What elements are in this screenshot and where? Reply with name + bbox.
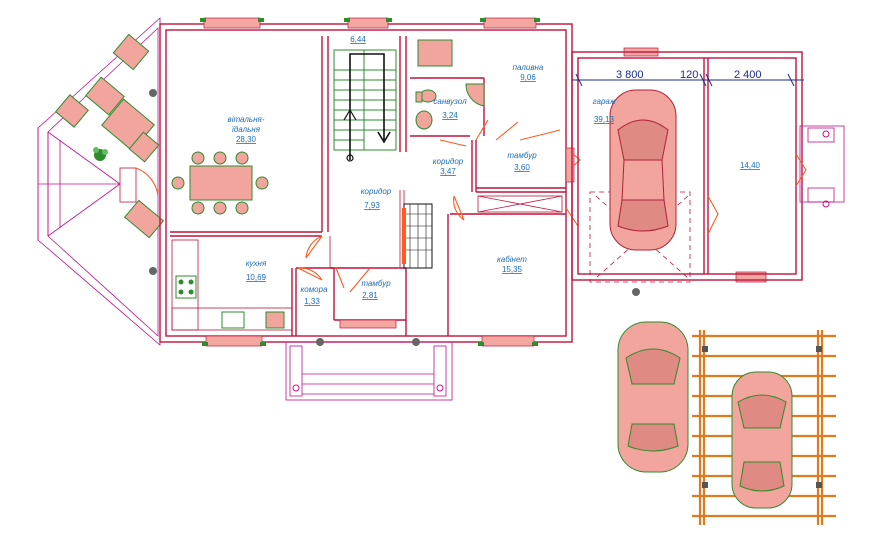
sink-icon [415,110,433,130]
room-area-vestibule-right: 3,60 [514,163,530,172]
lamp-icon [149,267,157,275]
staircase [333,49,397,162]
room-area-pantry: 1,33 [304,297,320,306]
room-name-bathroom: санвузол [433,97,467,106]
room-name-corridor-small: коридор [433,157,464,166]
room-name-vestibule-right: тамбур [507,151,537,160]
room-name-dining-1: вітальня- [228,115,265,124]
carport-pergola [692,330,836,525]
windows [200,17,767,347]
room-area-kitchen: 10,69 [246,273,267,282]
closet-rack [402,203,433,269]
room-area-stair: 6,44 [350,35,366,44]
lamp-icon [149,89,157,97]
stair-arrow-icon [343,53,391,162]
plant-icon [93,147,108,161]
room-area-boiler: 9,06 [520,73,536,82]
kitchen-sink-icon [221,311,245,329]
room-name-vestibule-front: тамбур [361,279,391,288]
terrace [37,17,161,346]
room-name-corridor: коридор [361,187,392,196]
shower-icon [465,83,485,107]
room-name-office: кабінет [497,255,527,264]
room-name-boiler: паливна [513,63,544,72]
room-name-garage: гараж [593,97,616,106]
room-area-vestibule-front: 2,81 [362,291,378,300]
room-area-corridor-small: 3,47 [440,167,456,176]
dimension-line: 3 800 120 2 400 [572,69,804,87]
room-name-dining-2: їдальня [232,125,261,134]
room-area-garage: 39,13 [594,115,615,124]
room-area-dining: 28,30 [236,135,257,144]
room-labels: вітальня- їдальня 28,30 6,44 паливна 9,0… [228,35,761,306]
doors [297,83,581,293]
terrace-furniture [55,33,165,239]
dimension-2: 120 [680,69,698,81]
room-area-corridor: 7,93 [364,201,380,210]
room-area-storage: 14,40 [740,161,761,170]
dining-table [171,151,269,215]
wardrobe [477,195,563,213]
room-area-office: 15,35 [502,265,523,274]
boiler-icon [417,39,453,67]
toilet-icon [415,89,437,103]
garage-walls [571,51,845,296]
entrance-porch [285,319,453,401]
dimension-3: 2 400 [734,69,762,81]
car-icon [609,89,677,251]
room-area-bathroom: 3,24 [442,111,458,120]
room-name-kitchen: кухня [246,259,267,268]
stove-icon [175,275,197,299]
room-name-pantry: комора [300,285,328,294]
dimension-1: 3 800 [616,69,644,81]
car-icon [617,321,689,473]
